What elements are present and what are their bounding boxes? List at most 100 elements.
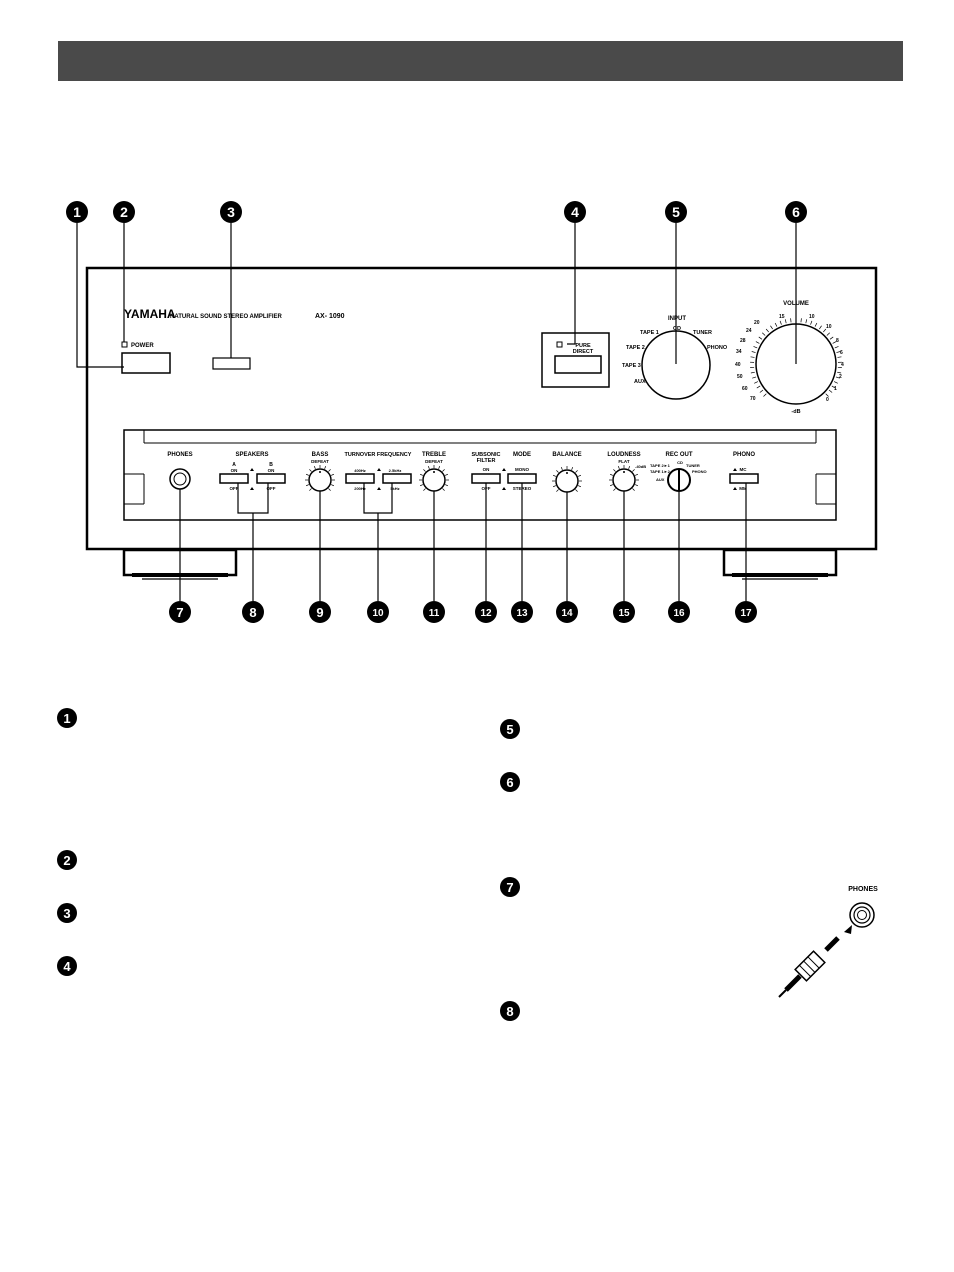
scale-tick: [571, 467, 574, 471]
svg-text:TAPE 2►1: TAPE 2►1: [650, 463, 671, 468]
svg-text:B: B: [269, 462, 273, 468]
scale-tick: [628, 466, 631, 470]
phones-label: PHONES: [167, 452, 192, 458]
treble-turnover-switch[interactable]: [382, 473, 412, 484]
phono-mc-mm-switch[interactable]: [729, 473, 759, 484]
scale-tick: [750, 371, 755, 374]
section-header-bar: [58, 41, 903, 81]
callout-3: 3: [220, 201, 242, 223]
scale-tick: [759, 389, 764, 393]
phones-jack[interactable]: [169, 468, 191, 490]
scale-tick: [826, 332, 831, 336]
svg-text:11: 11: [429, 608, 440, 619]
scale-tick: [632, 469, 635, 472]
input-selector-knob[interactable]: [641, 330, 711, 400]
speakers-a-switch[interactable]: [219, 473, 249, 484]
scale-tick: [837, 356, 842, 358]
scale-tick: [823, 328, 827, 333]
list-marker-4: 4: [57, 956, 77, 976]
scale-tick: [610, 473, 614, 476]
scale-tick: [825, 393, 829, 397]
input-pos-tuner: TUNER: [693, 330, 712, 336]
scale-tick: [819, 325, 822, 330]
turnover-label: TURNOVER FREQUENCY: [345, 452, 412, 458]
list-marker-1: 1: [57, 708, 77, 728]
svg-text:14: 14: [561, 608, 573, 619]
scale-tick: [420, 484, 424, 487]
pure-direct-panel: [541, 332, 610, 388]
speakers-b-switch[interactable]: [256, 473, 286, 484]
svg-text:MONO: MONO: [515, 467, 529, 472]
svg-text:OFF: OFF: [267, 486, 276, 491]
svg-text:PHONO: PHONO: [692, 469, 707, 474]
scale-tick: [833, 381, 838, 384]
svg-text:5: 5: [506, 722, 513, 737]
scale-tick: [831, 385, 836, 389]
scale-tick: [835, 376, 840, 379]
leader-lines-bottom: [179, 483, 747, 601]
scale-tick: [753, 346, 758, 349]
svg-text:DEFEAT: DEFEAT: [311, 459, 329, 464]
svg-text:15: 15: [779, 314, 785, 320]
scale-tick: [829, 336, 834, 340]
svg-text:3: 3: [227, 204, 235, 220]
scale-tick: [575, 470, 578, 473]
loudness-label: LOUDNESS: [607, 452, 640, 458]
treble-label: TREBLE: [422, 452, 446, 458]
svg-text:15: 15: [618, 608, 630, 619]
svg-text:28: 28: [740, 338, 746, 344]
svg-text:8: 8: [506, 1004, 513, 1019]
svg-text:20: 20: [754, 320, 760, 326]
callout-9: 9: [309, 601, 331, 623]
pure-direct-label-2: DIRECT: [573, 349, 594, 355]
callout-8: 8: [242, 601, 264, 623]
callout-10: 10: [367, 601, 389, 623]
leader-lines-top: [76, 223, 797, 368]
subsonic-filter-switch[interactable]: [471, 473, 501, 484]
svg-text:ON: ON: [231, 468, 238, 473]
list-marker-2: 2: [57, 850, 77, 870]
scale-tick: [330, 484, 334, 487]
callout-15: 15: [613, 601, 635, 623]
svg-text:TAPE 1►2: TAPE 1►2: [650, 469, 671, 474]
scale-tick: [330, 473, 334, 476]
svg-text:TUNER: TUNER: [686, 463, 700, 468]
scale-tick: [577, 474, 581, 477]
callout-13: 13: [511, 601, 533, 623]
scale-tick: [814, 322, 818, 327]
svg-text:AUX: AUX: [656, 477, 665, 482]
bass-turnover-switch[interactable]: [345, 473, 375, 484]
callout-16: 16: [668, 601, 690, 623]
scale-tick: [779, 320, 782, 325]
svg-text:0: 0: [826, 397, 829, 403]
scale-tick: [427, 466, 430, 470]
svg-text:24: 24: [746, 328, 752, 334]
mode-switch[interactable]: [507, 473, 537, 484]
pure-direct-switch[interactable]: [554, 355, 602, 374]
scale-tick: [834, 346, 839, 349]
scale-tick: [632, 488, 635, 491]
scale-tick: [309, 469, 312, 472]
scale-tick: [306, 484, 310, 487]
input-pos-tape2: TAPE 2: [626, 345, 645, 351]
svg-text:CD: CD: [677, 460, 683, 465]
callout-17: 17: [735, 601, 757, 623]
svg-text:9: 9: [316, 605, 323, 620]
speakers-label: SPEAKERS: [235, 452, 268, 458]
pure-direct-indicator: [556, 341, 563, 348]
scale-tick: [805, 319, 808, 324]
svg-text:4: 4: [571, 204, 579, 220]
svg-text:10: 10: [826, 324, 832, 330]
svg-text:7: 7: [506, 880, 513, 895]
scale-tick: [553, 485, 557, 488]
scale-tick: [828, 389, 833, 393]
svg-text:MM: MM: [739, 486, 747, 491]
bass-label: BASS: [312, 452, 329, 458]
scale-tick: [324, 466, 327, 470]
scale-tick: [770, 325, 773, 330]
scale-tick: [444, 484, 448, 487]
power-switch[interactable]: [121, 352, 171, 374]
svg-text:7: 7: [176, 605, 183, 620]
volume-knob[interactable]: [755, 323, 837, 405]
